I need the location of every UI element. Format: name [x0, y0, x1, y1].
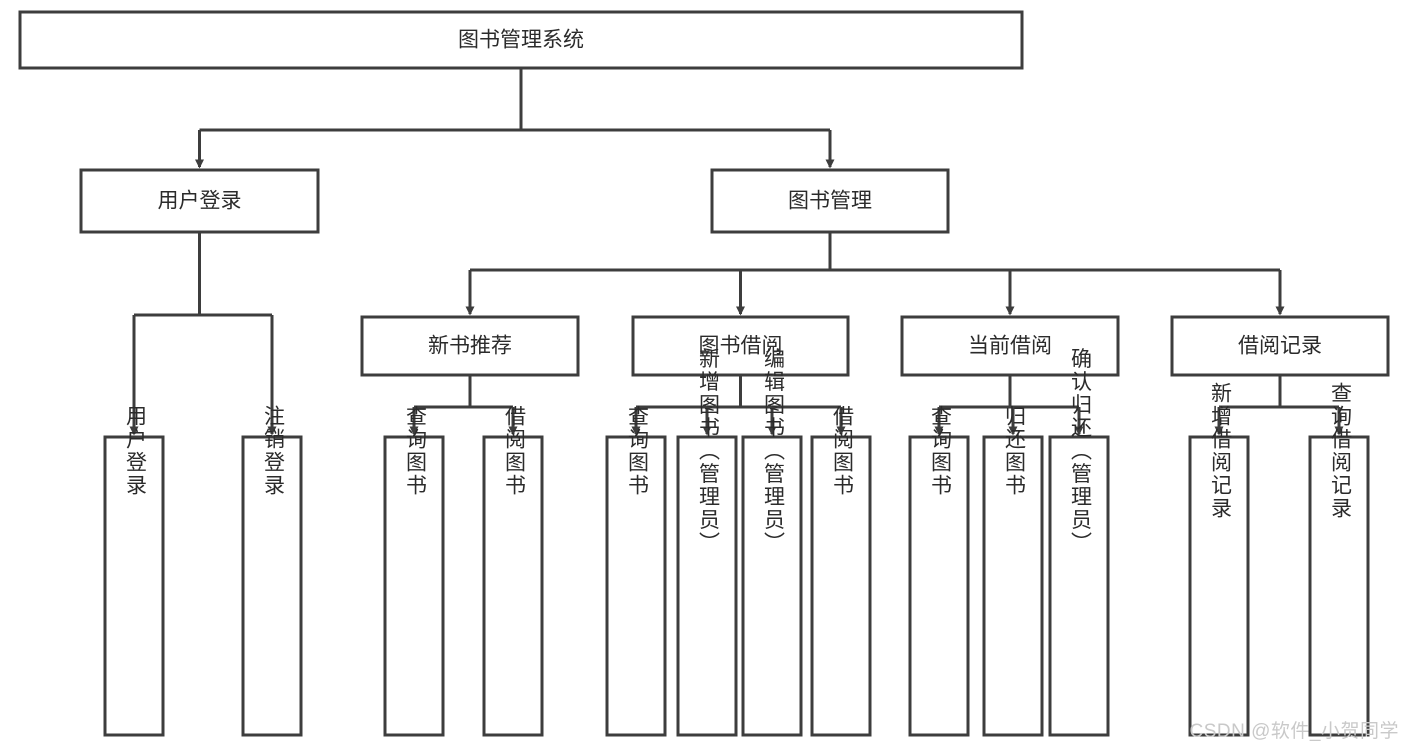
- node-leaf-7-label: 编辑图书（管理员）: [761, 348, 785, 555]
- node-leaf-12-label: 新增借阅记录: [1208, 382, 1232, 520]
- node-leaf-12[interactable]: 新增借阅记录: [1188, 382, 1250, 737]
- node-leaf-6[interactable]: 新增图书（管理员）: [676, 348, 738, 737]
- node-leaf-13-rect: [1308, 435, 1370, 737]
- node-leaf-9-label: 查询图书: [928, 405, 952, 497]
- node-level3-2-label: 图书借阅: [699, 335, 783, 358]
- node-level3-1-rect: [360, 315, 580, 377]
- node-level3-4-label: 借阅记录: [1238, 335, 1322, 358]
- node-leaf-11-label: 确认归还（管理员）: [1068, 348, 1092, 555]
- node-leaf-2-label: 注销登录: [261, 405, 285, 497]
- node-leaf-6-rect: [676, 435, 738, 737]
- node-leaf-5[interactable]: 查询图书: [605, 405, 667, 737]
- node-leaf-8[interactable]: 借阅图书: [810, 405, 872, 737]
- node-level3-1[interactable]: 新书推荐: [360, 315, 580, 377]
- node-leaf-13-label: 查询借阅记录: [1328, 382, 1352, 520]
- node-leaf-13[interactable]: 查询借阅记录: [1308, 382, 1370, 737]
- node-level2-2-label: 图书管理: [788, 190, 872, 213]
- node-level2-1-rect: [79, 168, 320, 234]
- node-leaf-6-label: 新增图书（管理员）: [696, 348, 720, 555]
- node-level2-2[interactable]: 图书管理: [710, 168, 950, 234]
- connector-edges: [129, 68, 1344, 436]
- node-leaf-9-rect: [908, 435, 970, 737]
- node-root-system-rect: [18, 10, 1024, 70]
- node-level3-4-rect: [1170, 315, 1390, 377]
- node-level3-2-rect: [631, 315, 850, 377]
- node-root-system-label: 图书管理系统: [458, 29, 584, 52]
- node-leaf-8-label: 借阅图书: [830, 405, 854, 497]
- node-level3-4[interactable]: 借阅记录: [1170, 315, 1390, 377]
- node-leaf-3[interactable]: 查询图书: [383, 405, 445, 737]
- node-leaf-4-label: 借阅图书: [502, 405, 526, 497]
- node-leaf-12-rect: [1188, 435, 1250, 737]
- node-level2-1[interactable]: 用户登录: [79, 168, 320, 234]
- csdn-watermark: CSDN @软件_小贺同学: [1189, 721, 1399, 742]
- node-leaf-1[interactable]: 用户登录: [103, 405, 165, 737]
- node-leaf-3-label: 查询图书: [403, 405, 427, 497]
- node-leaf-4-rect: [482, 435, 544, 737]
- node-root-system[interactable]: 图书管理系统: [18, 10, 1024, 70]
- node-leaf-1-rect: [103, 435, 165, 737]
- node-leaf-7-rect: [741, 435, 803, 737]
- node-leaf-7[interactable]: 编辑图书（管理员）: [741, 348, 803, 737]
- node-level3-3-rect: [900, 315, 1120, 377]
- node-leaf-5-rect: [605, 435, 667, 737]
- node-level3-2[interactable]: 图书借阅: [631, 315, 850, 377]
- node-leaf-10[interactable]: 归还图书: [982, 405, 1044, 737]
- node-level2-1-label: 用户登录: [158, 190, 242, 213]
- node-leaf-4[interactable]: 借阅图书: [482, 405, 544, 737]
- node-level2-2-rect: [710, 168, 950, 234]
- node-leaf-1-label: 用户登录: [123, 405, 147, 497]
- node-leaf-8-rect: [810, 435, 872, 737]
- node-leaf-10-label: 归还图书: [1002, 405, 1026, 497]
- node-leaf-11-rect: [1048, 435, 1110, 737]
- node-leaf-9[interactable]: 查询图书: [908, 405, 970, 737]
- node-leaf-2[interactable]: 注销登录: [241, 405, 303, 737]
- node-leaf-10-rect: [982, 435, 1044, 737]
- node-leaf-11[interactable]: 确认归还（管理员）: [1048, 348, 1110, 737]
- node-level3-3-label: 当前借阅: [968, 335, 1052, 358]
- node-boxes: 图书管理系统用户登录图书管理新书推荐图书借阅当前借阅借阅记录用户登录注销登录查询…: [18, 10, 1390, 737]
- node-level3-1-label: 新书推荐: [428, 335, 512, 358]
- node-leaf-3-rect: [383, 435, 445, 737]
- node-leaf-2-rect: [241, 435, 303, 737]
- node-level3-3[interactable]: 当前借阅: [900, 315, 1120, 377]
- node-leaf-5-label: 查询图书: [625, 405, 649, 497]
